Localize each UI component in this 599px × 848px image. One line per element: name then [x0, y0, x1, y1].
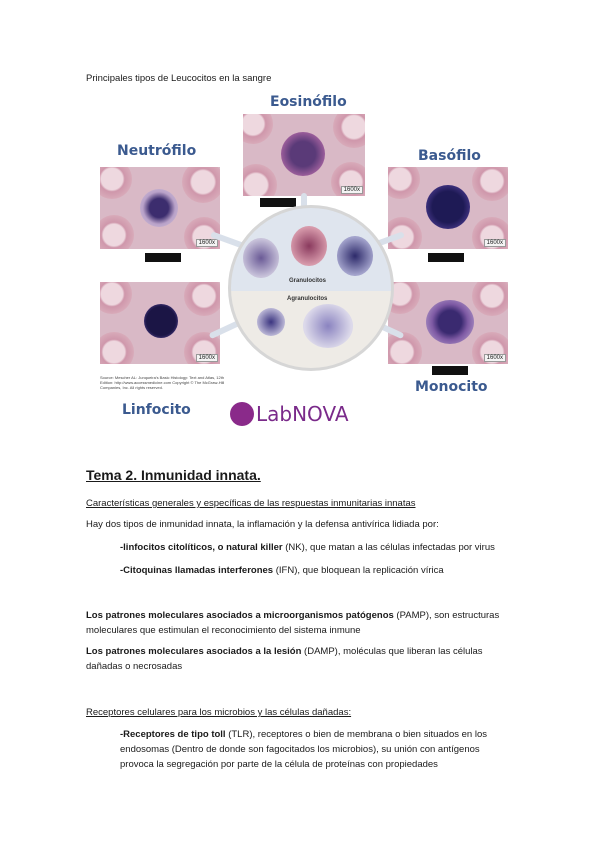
- mag-monocito: 1600x: [483, 354, 506, 362]
- item2-rest: , que bloquean la replicación vírica: [297, 565, 444, 576]
- damp-abbr: (DAMP): [301, 646, 338, 657]
- label-monocito: Monocito: [415, 379, 488, 395]
- item1-bold: -linfocitos citolíticos, o natural kille…: [120, 542, 283, 553]
- agranulocitos-label: Agranulocitos: [287, 296, 328, 302]
- item2-abbr: (IFN): [273, 565, 298, 576]
- pamp-rest: , son estructuras moleculares que estimu…: [86, 610, 500, 636]
- scale-bar: [145, 253, 181, 262]
- item1-rest: , que matan a las células infectadas por…: [304, 542, 495, 553]
- section-heading: Tema 2. Inmunidad innata.: [86, 467, 261, 483]
- image-eosinofilo: 1600x: [243, 114, 365, 196]
- label-linfocito: Linfocito: [122, 402, 191, 418]
- labnova-logo-icon: [230, 402, 254, 426]
- paragraph-damp: Los patrones moleculares asociados a la …: [86, 644, 511, 674]
- granulocyte-cell: [243, 238, 279, 278]
- classification-circle: Granulocitos Agranulocitos: [228, 205, 394, 371]
- damp-rest: , moléculas que liberan las células daña…: [86, 646, 483, 672]
- label-basofilo: Basófilo: [418, 148, 481, 164]
- image-monocito: 1600x: [388, 282, 508, 364]
- pamp-abbr: (PAMP): [393, 610, 429, 621]
- tlr-bold: -Receptores de tipo toll: [120, 729, 226, 740]
- mag-linfocito: 1600x: [195, 354, 218, 362]
- image-basofilo: 1600x: [388, 167, 508, 249]
- list-item-tlr: -Receptores de tipo toll (TLR), receptor…: [120, 727, 515, 772]
- source-note: Source: Mescher AL: Junqueira's Basic Hi…: [100, 375, 225, 390]
- mag-basofilo: 1600x: [483, 239, 506, 247]
- mag-eosinofilo: 1600x: [340, 186, 363, 194]
- list-item-ifn: -Citoquinas llamadas interferones (IFN),…: [120, 563, 520, 578]
- pamp-bold: Los patrones moleculares asociados a mic…: [86, 610, 394, 621]
- agranulocyte-cell: [303, 304, 353, 348]
- granulocyte-cell: [291, 226, 327, 266]
- label-neutrofilo: Neutrófilo: [117, 143, 197, 159]
- paragraph-pamp: Los patrones moleculares asociados a mic…: [86, 608, 511, 638]
- agranulocyte-cell: [257, 308, 285, 336]
- granulocitos-label: Granulocitos: [289, 278, 327, 284]
- subtitle-caracteristicas: Características generales y específicas …: [86, 498, 416, 509]
- item1-abbr: (NK): [282, 542, 305, 553]
- label-eosinofilo: Eosinófilo: [270, 94, 347, 110]
- scale-bar: [432, 366, 468, 375]
- mag-neutrofilo: 1600x: [195, 239, 218, 247]
- scale-bar: [428, 253, 464, 262]
- damp-bold: Los patrones moleculares asociados a la …: [86, 646, 302, 657]
- item2-bold: -Citoquinas llamadas interferones: [120, 565, 274, 576]
- image-neutrofilo: 1600x: [100, 167, 220, 249]
- tlr-abbr: (TLR): [225, 729, 253, 740]
- tlr-rest: , receptores o bien de membrana o bien s…: [120, 729, 487, 770]
- scale-bar: [260, 198, 296, 207]
- figure-caption: Principales tipos de Leucocitos en la sa…: [86, 73, 272, 84]
- list-item-nk: -linfocitos citolíticos, o natural kille…: [120, 540, 520, 555]
- subtitle-receptores: Receptores celulares para los microbios …: [86, 707, 352, 718]
- intro-paragraph: Hay dos tipos de inmunidad innata, la in…: [86, 519, 439, 530]
- granulocyte-cell: [337, 236, 373, 276]
- image-linfocito: 1600x: [100, 282, 220, 364]
- labnova-logo: LabNOVA: [256, 402, 349, 426]
